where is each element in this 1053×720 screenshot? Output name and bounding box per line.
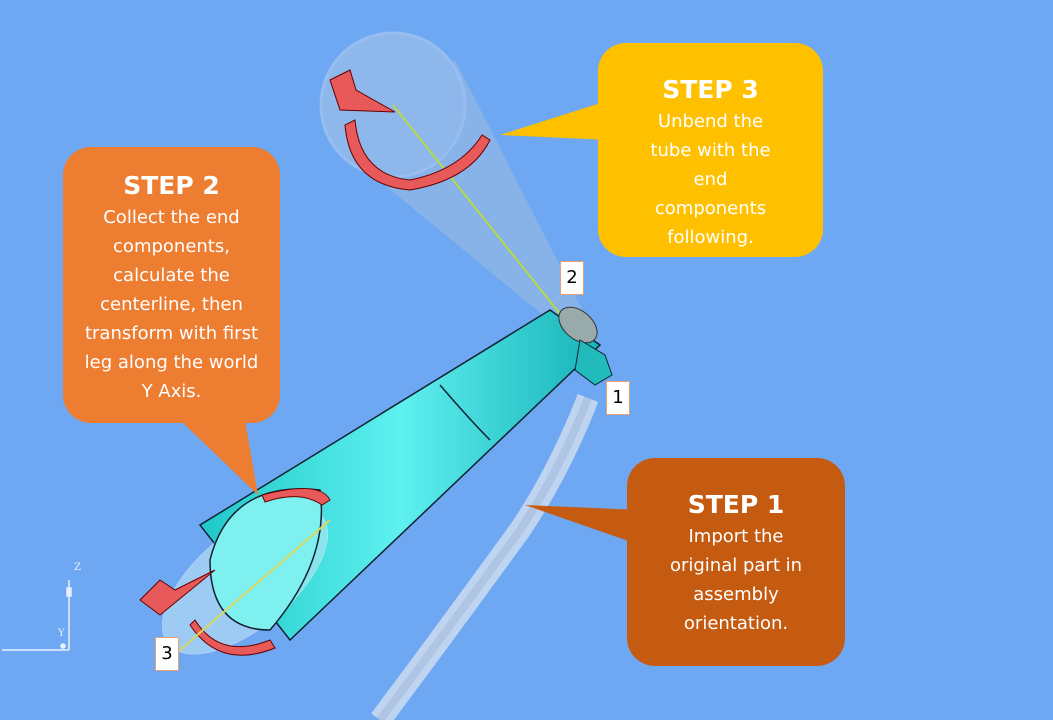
step-1-callout: STEP 1 Import the original part in assem… (627, 458, 845, 666)
centerline-top (392, 104, 566, 321)
centerline-bottom (179, 519, 331, 651)
axis-triad (2, 580, 72, 651)
axis-z-label: Z (74, 562, 81, 573)
step-3-text: Unbend the tube with the end components … (650, 111, 771, 248)
marker-3: 3 (155, 637, 179, 671)
step-3-callout: STEP 3 Unbend the tube with the end comp… (598, 43, 823, 257)
step-2-title: STEP 2 (123, 171, 220, 200)
step-1-title: STEP 1 (687, 490, 785, 519)
section-bottom (189, 488, 331, 656)
step-3-title: STEP 3 (662, 75, 759, 104)
transformed-tube (139, 306, 613, 656)
step-1-text: Import the original part in assembly ori… (669, 526, 803, 634)
step-2-callout: STEP 2 Collect the end components, calcu… (63, 147, 280, 423)
axis-y-label: Y (58, 628, 65, 639)
marker-2: 2 (560, 261, 584, 295)
marker-1: 1 (606, 381, 630, 415)
step-2-text: Collect the end components, calculate th… (84, 207, 259, 402)
section-top (344, 119, 491, 191)
